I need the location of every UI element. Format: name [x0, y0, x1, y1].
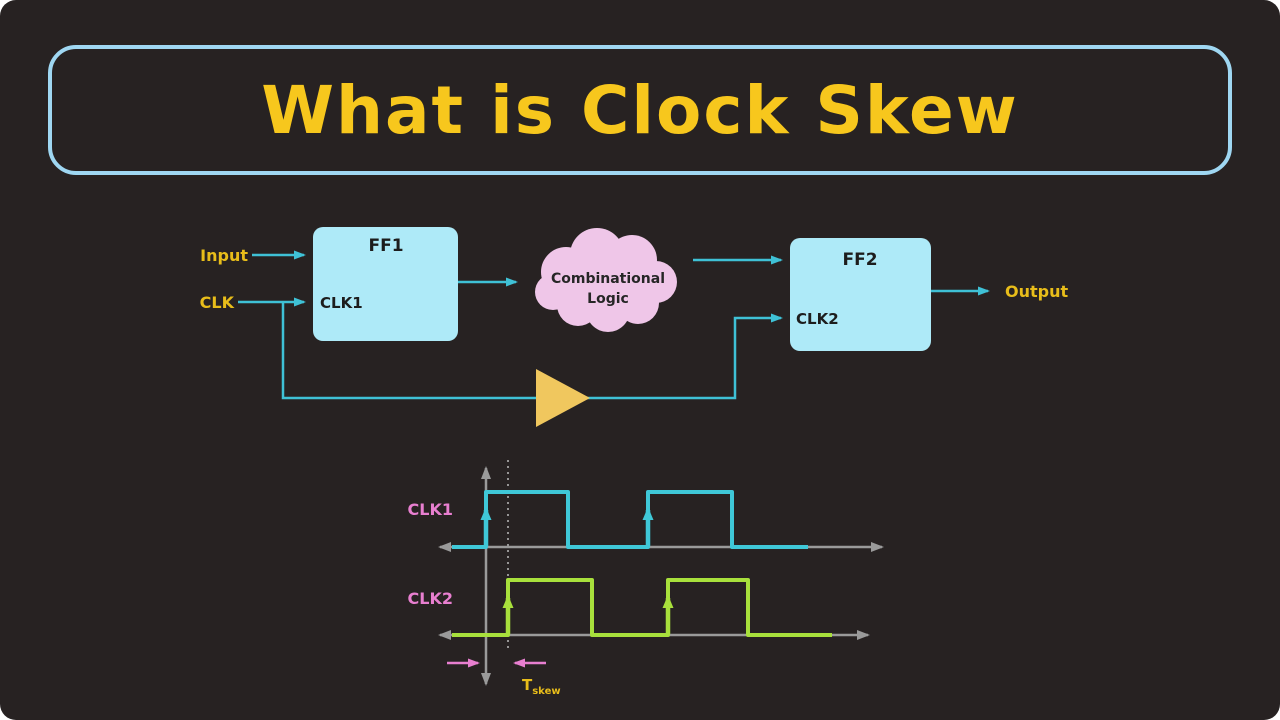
title-banner: What is Clock Skew — [48, 45, 1232, 175]
combinational-logic-cloud: Combinational Logic — [535, 228, 677, 332]
cloud-label-line1: Combinational — [551, 271, 665, 287]
clock-buffer-icon — [536, 369, 590, 427]
tskew-label: Tskew — [522, 676, 561, 697]
tskew-sub: skew — [532, 686, 560, 697]
clk2-waveform-label: CLK2 — [408, 589, 453, 608]
clk-wire-buffered — [281, 302, 783, 400]
clk-label: CLK — [200, 293, 235, 312]
ff1-box — [313, 227, 458, 341]
clk1-waveform-label: CLK1 — [408, 500, 453, 519]
page-title: What is Clock Skew — [261, 71, 1019, 149]
clk1-waveform — [452, 490, 808, 549]
cloud-shape — [535, 228, 677, 332]
ff2-label: FF2 — [842, 250, 877, 270]
ff2-block: FF2 CLK2 — [790, 238, 931, 351]
tskew-main: T — [522, 676, 533, 694]
input-label: Input — [200, 246, 248, 265]
circuit-diagram: FF1 CLK1 Combinational Logic — [200, 227, 1068, 427]
ff2-clk-pin-label: CLK2 — [796, 310, 839, 328]
cloud-label-line2: Logic — [587, 291, 629, 307]
ff1-clk-pin-label: CLK1 — [320, 294, 363, 312]
timing-diagram: CLK1 CLK2 Tskew — [408, 460, 884, 697]
ff1-label: FF1 — [368, 236, 403, 256]
ff1-block: FF1 CLK1 — [313, 227, 458, 341]
output-label: Output — [1005, 282, 1068, 301]
ff2-box — [790, 238, 931, 351]
